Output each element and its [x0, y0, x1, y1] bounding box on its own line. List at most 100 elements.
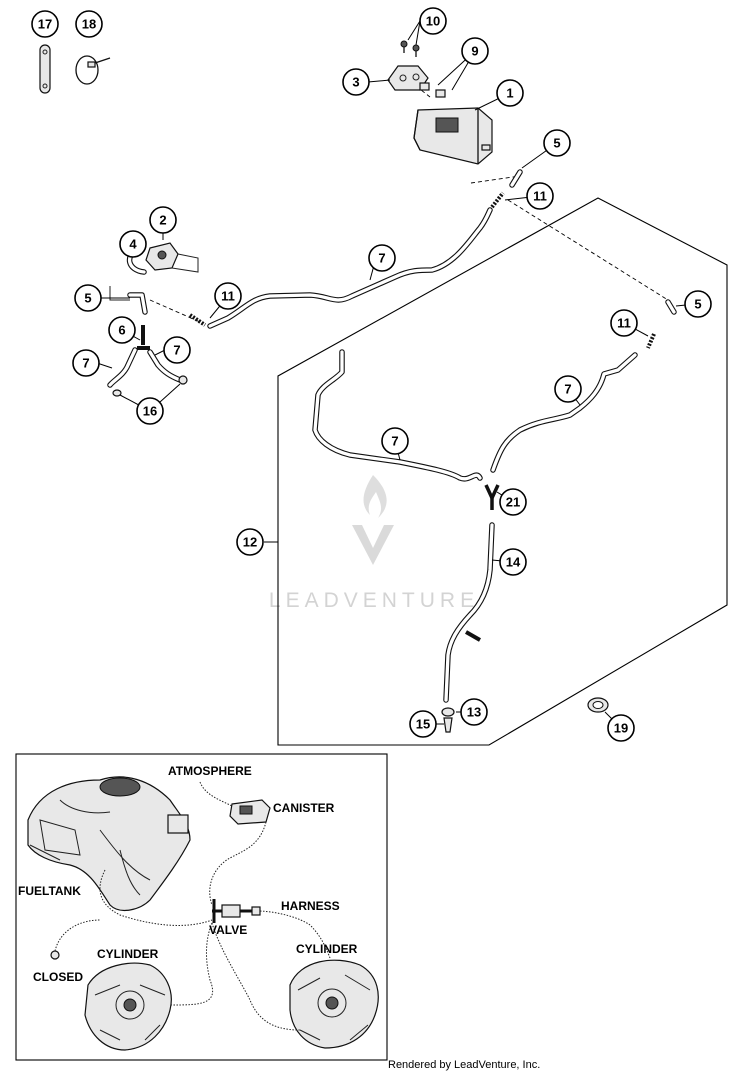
callout-label: 19: [614, 721, 628, 736]
schematic-frame: [15, 753, 388, 1061]
callout-7: 7: [554, 375, 582, 403]
part-hose-right: [490, 352, 638, 473]
callout-label: 13: [467, 705, 481, 720]
guide-line: [109, 286, 130, 301]
callout-11: 11: [610, 309, 638, 337]
callout-label: 10: [426, 14, 440, 29]
callout-7: 7: [72, 349, 100, 377]
callout-label: 5: [84, 291, 91, 306]
callout-label: 7: [391, 434, 398, 449]
part-strap: [39, 44, 51, 94]
guide-line: [149, 299, 201, 323]
callout-label: 7: [173, 343, 180, 358]
label-canister: CANISTER: [273, 801, 335, 815]
part-drain-hose: [443, 522, 495, 703]
part-screws: [400, 40, 420, 57]
callout-label: 16: [143, 404, 157, 419]
watermark-flame-icon: [363, 475, 387, 518]
callout-19: 19: [607, 714, 635, 742]
callout-5: 5: [684, 290, 712, 318]
fuel-tank-image: [27, 776, 191, 912]
part-plug: [443, 717, 453, 733]
schematic-panel: ATMOSPHERE CANISTER FUELTANK HARNESS VAL…: [15, 753, 388, 1061]
callout-label: 5: [553, 136, 560, 151]
cylinder-right-image: [289, 959, 379, 1049]
callout-label: 18: [82, 17, 96, 32]
callout-11: 11: [526, 182, 554, 210]
callout-6: 6: [108, 316, 136, 344]
callout-label: 1: [506, 86, 513, 101]
callout-12: 12: [236, 528, 264, 556]
callout-label: 14: [506, 555, 521, 570]
callout-label: 11: [533, 189, 547, 204]
callout-4: 4: [119, 230, 147, 258]
label-fueltank: FUELTANK: [18, 884, 81, 898]
watermark-text: LEADVENTURE: [269, 589, 479, 612]
part-main-hose: [207, 207, 493, 329]
part-connector: [188, 313, 207, 327]
callout-15: 15: [409, 710, 437, 738]
label-closed: CLOSED: [33, 970, 83, 984]
callout-label: 6: [118, 323, 125, 338]
assembly-frame: [277, 197, 728, 746]
callout-1: 1: [496, 79, 524, 107]
callout-label: 12: [243, 535, 257, 550]
canister-image: [229, 799, 271, 825]
callout-label: 3: [352, 75, 359, 90]
callout-5: 5: [543, 129, 571, 157]
part-cable-tie: [75, 55, 111, 85]
callout-7: 7: [368, 244, 396, 272]
callout-7: 7: [163, 336, 191, 364]
label-cylinder-right: CYLINDER: [296, 942, 358, 956]
callout-label: 4: [129, 237, 137, 252]
callout-21: 21: [499, 488, 527, 516]
part-t-piece: [137, 325, 150, 350]
callout-label: 7: [564, 382, 571, 397]
callout-label: 9: [471, 44, 478, 59]
callout-label: 5: [694, 297, 701, 312]
part-clamp-large: [587, 697, 609, 713]
guide-line: [470, 175, 521, 184]
guide-line: [507, 199, 669, 301]
callout-16: 16: [136, 397, 164, 425]
footer-credit: Rendered by LeadVenture, Inc.: [388, 1059, 540, 1071]
callout-13: 13: [460, 698, 488, 726]
label-harness: HARNESS: [281, 899, 340, 913]
callout-label: 15: [416, 717, 430, 732]
callout-7: 7: [381, 427, 409, 455]
callout-10: 10: [419, 7, 447, 35]
callout-9: 9: [461, 37, 489, 65]
watermark: LEADVENTURE: [269, 475, 479, 612]
callout-label: 7: [82, 356, 89, 371]
part-small-hoses: [107, 347, 188, 397]
label-valve: VALVE: [209, 923, 247, 937]
part-elbow-hose-right: [665, 299, 677, 315]
watermark-logo-icon: [352, 525, 394, 565]
callout-label: 7: [378, 251, 385, 266]
part-bracket: [387, 65, 429, 91]
callout-label: 17: [38, 17, 52, 32]
callout-5: 5: [74, 284, 102, 312]
callout-label: 2: [159, 213, 166, 228]
closed-plug-image: [50, 950, 60, 960]
cylinder-left-image: [84, 962, 172, 1051]
callout-label: 11: [221, 289, 235, 304]
part-hose-left: [312, 349, 483, 482]
part-valve: [145, 242, 199, 273]
callout-label: 21: [506, 495, 520, 510]
callout-2: 2: [149, 206, 177, 234]
part-clips: [419, 82, 446, 98]
part-canister: [413, 107, 493, 165]
callout-17: 17: [31, 10, 59, 38]
callout-3: 3: [342, 68, 370, 96]
schematic-routing: [54, 781, 331, 1031]
callout-18: 18: [75, 10, 103, 38]
callout-label: 11: [617, 316, 631, 331]
callout-14: 14: [499, 548, 527, 576]
part-y-connector: [484, 484, 500, 510]
label-cylinder-left: CYLINDER: [97, 947, 159, 961]
part-elbow-hose: [127, 292, 148, 315]
valve-image: [212, 899, 261, 923]
part-connector: [646, 333, 656, 349]
